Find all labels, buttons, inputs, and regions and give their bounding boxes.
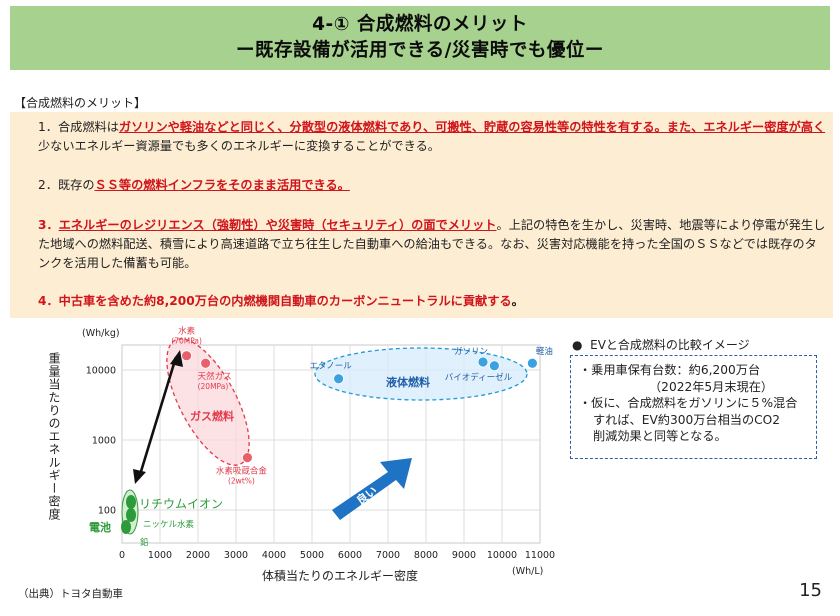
comparison-double-arrow [133,350,183,484]
title-bar: 4-① 合成燃料のメリット ー既存設備が活用できる/災害時でも優位ー [10,6,830,70]
merit-3: 3．エネルギーのレジリエンス（強靭性）や災害時（セキュリティ）の面でメリット。上… [38,216,828,273]
point-label: 水素吸蔵合金 [216,466,268,477]
merit-text: 。 [511,294,524,308]
ev-line: ・乗用車保有台数：約6,200万台 [579,363,761,377]
ev-title-text: EVと合成燃料の比較イメージ [590,338,750,352]
merit-number: 1． [38,120,58,134]
point-label: リチウムイオン [139,497,223,511]
y-tick-label: 100 [98,506,116,517]
point-label: 水素 [178,326,196,337]
gas-fuel-ellipse [166,338,250,466]
data-point [527,357,538,369]
x-tick-label: 11000 [525,550,555,561]
energy-density-chart: (Wh/kg) (Wh/L) 重量当たりのエネルギー密度 体積当たりのエネルギー… [47,326,555,583]
source-note: （出典）トヨタ自動車 [18,588,123,600]
data-point [241,452,253,464]
point-label: 鉛 [140,537,149,548]
x-tick-label: 4000 [262,550,286,561]
liquid-fuel-label: 液体燃料 [386,375,430,389]
x-tick-label: 9000 [452,550,476,561]
merit-highlight: ガソリンや軽油などと同じく、分散型の液体燃料であり、可搬性、貯蔵の容易性等の特性… [118,120,826,134]
data-point [181,350,193,362]
liquid-fuel-ellipse [314,347,528,401]
data-point [121,520,131,534]
merit-number: 2． [38,178,58,192]
merit-text: 。上記の特色を生かし、災害時、地震等により停電が発生した地域への燃料配送、積雪に… [38,218,826,270]
x-unit-label: (Wh/L) [512,566,543,577]
gas-fuel-label: ガス燃料 [190,409,234,423]
y-unit-label: (Wh/kg) [82,328,120,339]
ev-comparison-title: ● EVと合成燃料の比較イメージ [572,338,750,352]
merit-highlight: ＳＳ等の燃料インフラをそのまま活用できる。 [94,178,350,192]
data-point [200,357,212,369]
point-label: バイオディーゼル [445,372,513,383]
x-tick-label: 10000 [487,550,517,561]
merit-highlight: エネルギーのレジリエンス（強靭性）や災害時（セキュリティ）の面でメリット [58,218,497,232]
point-sublabel: (2wt%) [228,477,255,486]
point-sublabel: (20MPa) [198,382,229,391]
data-point [126,495,136,509]
ev-line: ・仮に、合成燃料をガソリンに５%混合 [579,396,798,410]
page-title: 4-① 合成燃料のメリット [312,14,528,35]
merit-text: 少ないエネルギー資源量でも多くのエネルギーに変換することができる。 [38,139,440,153]
point-sublabel: (70MPa) [171,337,202,346]
merit-4: 4．中古車を含めた約8,200万台の内燃機関自動車のカーボンニュートラルに貢献す… [38,292,828,311]
x-tick-label: 7000 [376,550,400,561]
data-point [333,373,345,385]
x-axis-label: 体積当たりのエネルギー密度 [262,568,418,583]
x-tick-label: 2000 [186,550,210,561]
x-tick-label: 6000 [338,550,362,561]
data-point [126,508,136,522]
battery-label: 電池 [89,520,111,534]
point-label: ニッケル水素 [143,519,195,530]
merit-text: 既存の [57,178,95,192]
y-axis-label: 重量当たりのエネルギー密度 [47,352,61,521]
x-tick-label: 1000 [148,550,172,561]
data-point [488,360,500,372]
merit-1: 1．合成燃料はガソリンや軽油などと同じく、分散型の液体燃料であり、可搬性、貯蔵の… [38,118,828,156]
y-tick-label: 10000 [86,366,116,377]
x-tick-label: 0 [119,550,125,561]
better-direction-arrow [332,458,412,520]
merit-number: 4． [38,294,59,308]
ev-line: すれば、EV約300万台相当のCO2 [593,412,781,427]
page-number: 15 [799,580,822,601]
point-labels: 水素(70MPa) 天然ガス(20MPa) 水素吸蔵合金(2wt%) エタノール ガソリ… [139,326,553,548]
merit-number: 3． [38,218,59,232]
data-points [121,350,538,534]
point-label: ガソリン [454,346,488,357]
y-ticks: 100 1000 10000 [86,366,116,517]
merits-box: 1．合成燃料はガソリンや軽油などと同じく、分散型の液体燃料であり、可搬性、貯蔵の… [10,112,833,318]
point-label: エタノール [309,362,352,372]
x-tick-label: 8000 [414,550,438,561]
merit-text: 中古車を含めた約8,200万台の内燃機関自動車のカーボンニュートラルに貢献する [58,294,512,308]
section-label: 【合成燃料のメリット】 [14,96,147,110]
ev-line: 削減効果と同等となる。 [593,429,727,443]
point-label: 軽油 [536,346,553,357]
page-subtitle: ー既存設備が活用できる/災害時でも優位ー [236,40,604,61]
data-point [477,356,489,368]
ev-line: （2022年5月末現在） [649,379,774,394]
x-tick-label: 5000 [300,550,324,561]
merit-2: 2．既存のＳＳ等の燃料インフラをそのまま活用できる。 [38,176,828,195]
ev-comparison-box: ・乗用車保有台数：約6,200万台 （2022年5月末現在） ・仮に、合成燃料を… [570,355,817,459]
x-tick-label: 3000 [224,550,248,561]
point-label: 天然ガス [198,371,232,382]
y-tick-label: 1000 [92,436,116,447]
x-ticks: 0 1000 2000 3000 4000 5000 6000 7000 8000 9000 100… [119,550,555,561]
merit-text: 合成燃料は [57,120,119,134]
